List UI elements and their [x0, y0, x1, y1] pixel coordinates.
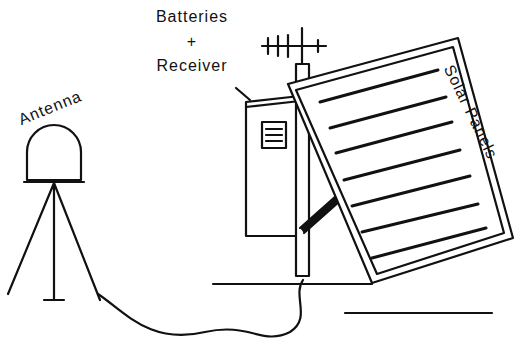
ground-line — [345, 312, 492, 314]
ground-line — [213, 283, 372, 285]
antenna-label: Antenna — [16, 87, 85, 129]
vent-slats — [266, 129, 282, 141]
antenna-cable — [98, 280, 303, 337]
yagi-boom — [262, 45, 326, 47]
leader-line — [236, 88, 250, 100]
receiver-label: Batteries + Receiver — [156, 5, 228, 79]
panel-inner-border — [296, 47, 504, 274]
enclosure-lid — [246, 101, 300, 107]
panel-strut — [300, 196, 340, 233]
solar-panel — [288, 38, 513, 283]
enclosure-box — [246, 96, 300, 236]
yagi-elements — [268, 35, 318, 57]
antenna-dome — [27, 125, 81, 180]
vent — [262, 122, 286, 148]
tripod — [8, 183, 100, 300]
